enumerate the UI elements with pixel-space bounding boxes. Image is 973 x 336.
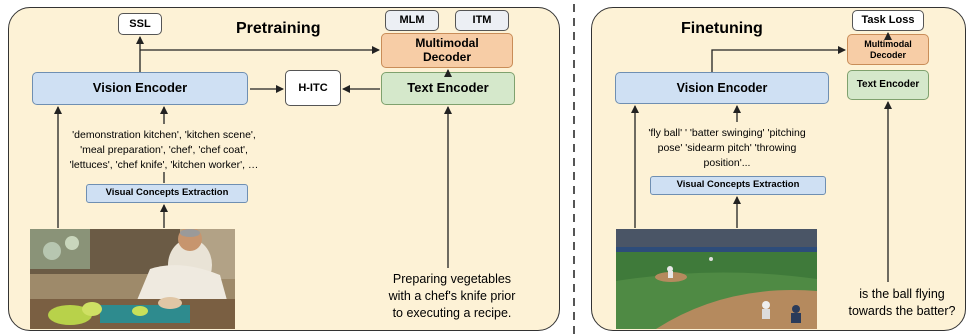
concept-line: 'demonstration kitchen', 'kitchen scene'… <box>72 129 256 141</box>
itm-box: ITM <box>455 10 509 31</box>
visual-concepts-extraction-box: Visual Concepts Extraction <box>650 176 826 195</box>
question-line: towards the batter? <box>848 303 956 318</box>
concept-line: 'meal preparation', 'chef', 'chef coat', <box>80 144 248 157</box>
pretraining-title: Pretraining <box>236 20 321 37</box>
concept-line: 'fly ball' ' 'batter swinging' 'pitching <box>648 127 806 139</box>
multimodal-decoder-label: Multimodal Decoder <box>864 39 912 60</box>
concept-line: pose' 'sidearm pitch' 'throwing <box>657 142 797 155</box>
arrow-vision-to-decoder-ft <box>711 46 846 72</box>
caption-line: to executing a recipe. <box>392 305 512 320</box>
text-encoder-box: Text Encoder <box>381 72 515 105</box>
caption-line: with a chef's knife prior <box>388 288 516 303</box>
h-itc-box: H-ITC <box>285 70 341 106</box>
vision-encoder-box: Vision Encoder <box>615 72 829 104</box>
finetuning-title: Finetuning <box>681 20 763 37</box>
question-line: is the ball flying <box>859 287 945 301</box>
pretraining-visual-concepts: 'demonstration kitchen', 'kitchen scene'… <box>58 128 270 174</box>
caption-line: Preparing vegetables <box>392 272 512 286</box>
mlm-box: MLM <box>385 10 439 31</box>
kitchen-photo <box>30 229 235 329</box>
finetuning-visual-concepts: 'fly ball' ' 'batter swinging' 'pitching… <box>647 126 807 172</box>
multimodal-decoder-box: Multimodal Decoder <box>381 33 513 68</box>
task-loss-box: Task Loss <box>852 10 924 31</box>
pretraining-caption: Preparing vegetables with a chef's knife… <box>372 271 532 322</box>
finetuning-question: is the ball flying towards the batter? <box>833 286 971 320</box>
concept-line: position'... <box>703 157 751 170</box>
concept-line: 'lettuces', 'chef knife', 'kitchen worke… <box>69 159 259 172</box>
baseball-photo <box>616 229 817 329</box>
text-encoder-box: Text Encoder <box>847 70 929 100</box>
vision-encoder-box: Vision Encoder <box>32 72 248 105</box>
multimodal-decoder-label: Multimodal Decoder <box>415 35 479 64</box>
ssl-box: SSL <box>118 13 162 35</box>
visual-concepts-extraction-box: Visual Concepts Extraction <box>86 184 248 203</box>
